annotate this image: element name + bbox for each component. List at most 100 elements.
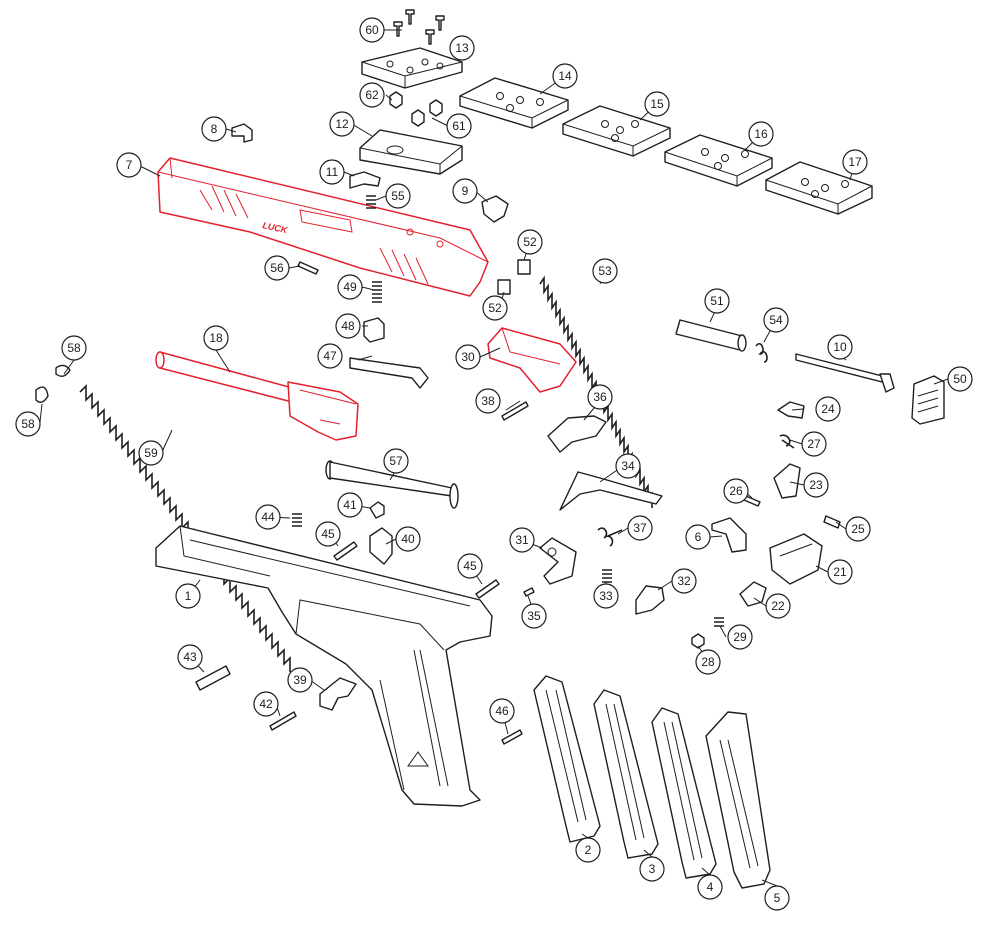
callout-21: 21 [827, 559, 853, 585]
part-48 [363, 317, 385, 343]
callout-11: 11 [319, 159, 345, 185]
callout-62: 62 [359, 82, 385, 108]
callout-5: 5 [764, 885, 790, 911]
part-21 [769, 533, 823, 585]
callout-8: 8 [201, 116, 227, 142]
callout-3: 3 [639, 856, 665, 882]
svg-text:4: 4 [707, 880, 714, 894]
svg-text:31: 31 [515, 533, 529, 547]
svg-text:21: 21 [833, 565, 847, 579]
callout-23: 23 [803, 472, 829, 498]
svg-text:58: 58 [21, 417, 35, 431]
callout-24: 24 [815, 396, 841, 422]
svg-text:8: 8 [211, 122, 218, 136]
svg-text:43: 43 [183, 650, 197, 664]
frame-1 [155, 525, 493, 807]
spring-29 [714, 617, 724, 627]
callout-40: 40 [395, 526, 421, 552]
callout-2: 2 [575, 837, 601, 863]
svg-text:55: 55 [391, 189, 405, 203]
screw-28 [691, 633, 705, 649]
svg-text:59: 59 [144, 446, 158, 460]
svg-text:1: 1 [185, 589, 192, 603]
magazine-5 [705, 711, 771, 889]
callout-47: 47 [317, 343, 343, 369]
optic-nuts-61-62 [389, 91, 443, 127]
callout-29: 29 [727, 624, 753, 650]
svg-text:35: 35 [527, 609, 541, 623]
pin-35 [523, 587, 535, 597]
svg-text:44: 44 [261, 510, 275, 524]
part-30 [487, 327, 577, 393]
svg-text:3: 3 [649, 862, 656, 876]
spring-54 [755, 343, 768, 363]
slide-7: LUCK [157, 157, 489, 297]
optic-plate-15 [562, 105, 671, 157]
pin-46 [501, 729, 523, 745]
svg-text:61: 61 [452, 119, 466, 133]
callout-7: 7 [116, 152, 142, 178]
optic-plate-14 [459, 77, 569, 129]
callout-45-right: 45 [457, 553, 483, 579]
callout-53: 53 [592, 258, 618, 284]
svg-text:12: 12 [335, 117, 349, 131]
callout-57: 57 [383, 448, 409, 474]
svg-text:2: 2 [585, 843, 592, 857]
part-32 [635, 585, 665, 615]
spring-49 [372, 281, 382, 303]
callout-46: 46 [489, 698, 515, 724]
svg-text:13: 13 [455, 41, 469, 55]
svg-text:36: 36 [593, 390, 607, 404]
callout-50: 50 [947, 366, 973, 392]
sleeve-51 [675, 319, 747, 352]
backplate-50 [911, 375, 945, 425]
svg-text:27: 27 [807, 437, 821, 451]
svg-text:42: 42 [259, 697, 273, 711]
svg-text:11: 11 [326, 165, 339, 179]
svg-text:58: 58 [67, 341, 81, 355]
optic-plate-17 [765, 161, 873, 215]
callout-60: 60 [359, 17, 385, 43]
leader-lines [39, 29, 949, 887]
svg-text:30: 30 [461, 350, 475, 364]
callout-39: 39 [287, 667, 313, 693]
callout-18: 18 [203, 325, 229, 351]
svg-text:50: 50 [953, 372, 967, 386]
svg-text:6: 6 [695, 530, 702, 544]
callout-33: 33 [593, 583, 619, 609]
recoil-spring-59 [79, 384, 291, 672]
svg-text:40: 40 [401, 532, 415, 546]
callout-31: 31 [509, 527, 535, 553]
callout-35: 35 [521, 603, 547, 629]
svg-text:7: 7 [126, 158, 133, 172]
callout-1: 1 [175, 583, 201, 609]
part-41 [369, 501, 385, 519]
optic-plate-12 [359, 129, 463, 175]
svg-text:28: 28 [701, 655, 715, 669]
callout-42: 42 [253, 691, 279, 717]
pin-45-left [333, 541, 358, 561]
trigger-spring-37 [597, 527, 623, 547]
callout-37: 37 [627, 515, 653, 541]
callout-58-left: 58 [15, 411, 41, 437]
svg-text:51: 51 [710, 294, 724, 308]
svg-text:17: 17 [848, 155, 862, 169]
pin-45-right [475, 579, 500, 599]
svg-text:25: 25 [851, 522, 865, 536]
part-39 [319, 677, 357, 711]
part-34 [559, 471, 663, 511]
svg-text:26: 26 [729, 484, 743, 498]
svg-text:9: 9 [462, 184, 469, 198]
callout-4: 4 [697, 874, 723, 900]
svg-text:18: 18 [209, 331, 223, 345]
part-36 [547, 415, 607, 453]
callout-26: 26 [723, 478, 749, 504]
callout-51: 51 [704, 288, 730, 314]
callout-58-top: 58 [61, 335, 87, 361]
magazine-3 [593, 689, 659, 859]
svg-text:34: 34 [621, 459, 635, 473]
spring-33 [602, 569, 612, 583]
svg-text:29: 29 [733, 630, 747, 644]
svg-text:41: 41 [343, 498, 357, 512]
